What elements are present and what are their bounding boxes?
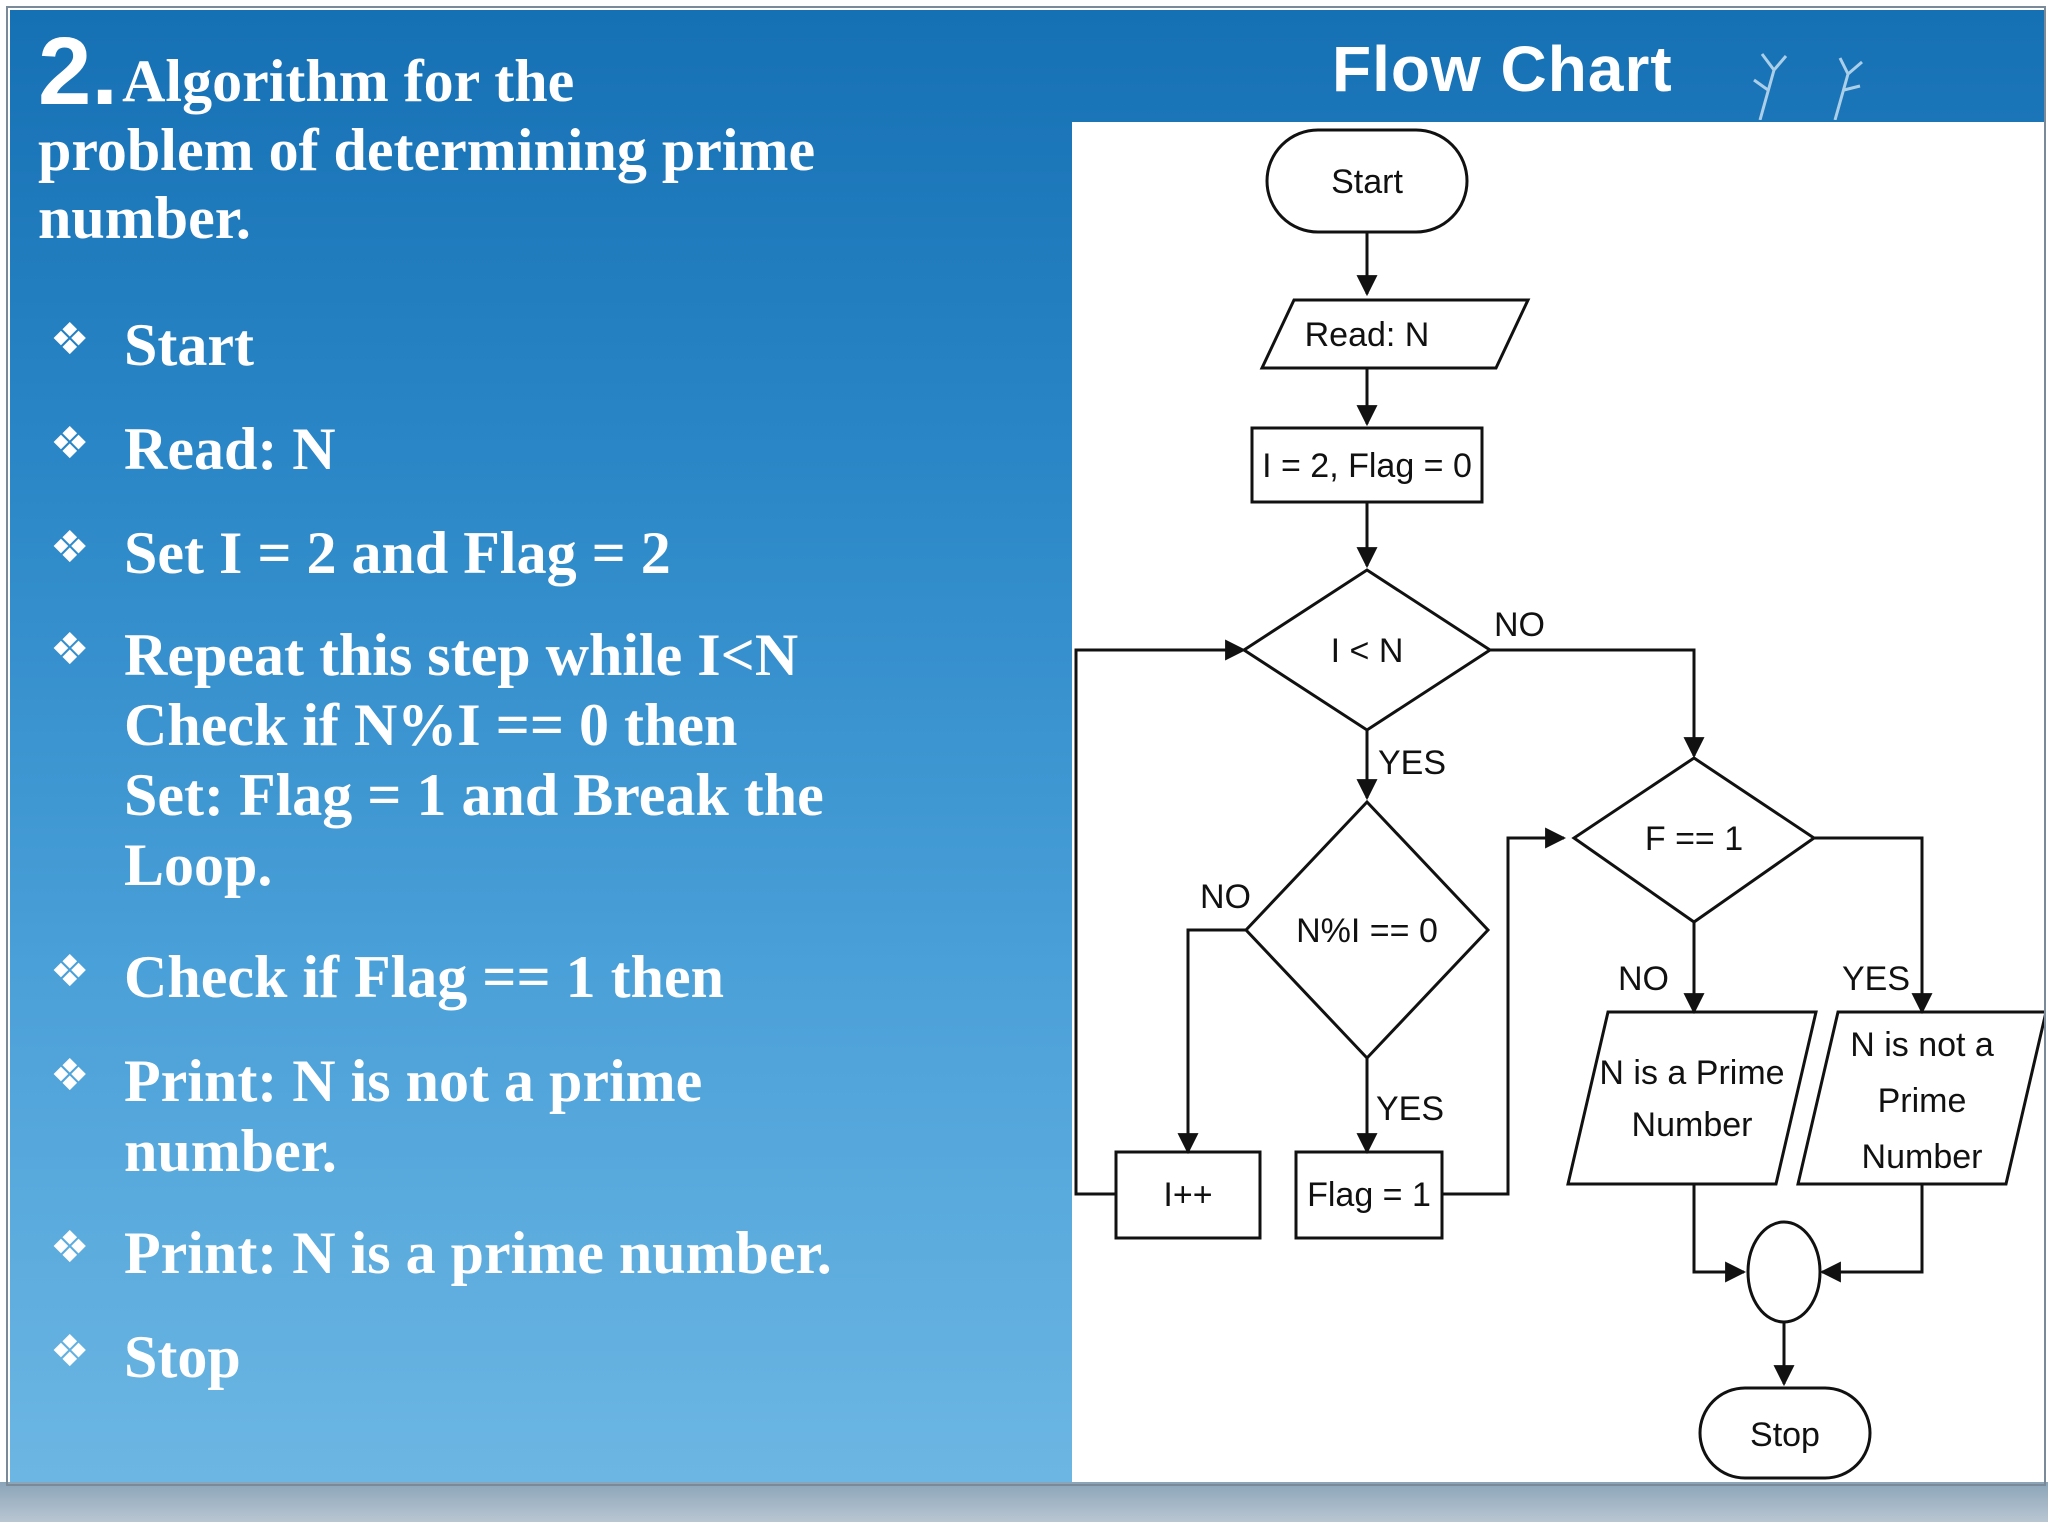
increment-process-box xyxy=(1114,1150,1262,1240)
edge-flag-yes xyxy=(1814,836,1933,1015)
init-label: I = 2, Flag = 0 xyxy=(1262,447,1472,485)
stop-label: Stop xyxy=(1750,1416,1820,1454)
diamond-bullet-icon: ❖ xyxy=(50,1222,90,1273)
step-line: Print: N is not a prime xyxy=(124,1048,703,1114)
edge-increment-loop xyxy=(1074,639,1247,1196)
mod-check-label: N%I == 0 xyxy=(1296,912,1438,950)
start-label: Start xyxy=(1331,163,1403,201)
edge-label-flag-no: NO xyxy=(1618,960,1669,998)
step-print-prime: ❖ Print: N is a prime number. xyxy=(38,1218,1038,1288)
diamond-bullet-icon: ❖ xyxy=(50,1050,90,1101)
diamond-bullet-icon: ❖ xyxy=(50,624,90,675)
loop-decision-diamond xyxy=(1241,568,1493,732)
prime-output-label: N is a Prime xyxy=(1599,1054,1784,1092)
diamond-bullet-icon: ❖ xyxy=(50,418,90,469)
step-set: ❖ Set I = 2 and Flag = 2 xyxy=(38,518,1038,588)
edge-loop-no xyxy=(1490,648,1705,759)
step-line: Read: N xyxy=(124,416,336,482)
edge-notprime-connector xyxy=(1819,1184,1924,1283)
diamond-bullet-icon: ❖ xyxy=(50,314,90,365)
edge-label-flag-yes: YES xyxy=(1842,960,1910,998)
read-label: Read: N xyxy=(1305,316,1430,354)
step-check-flag: ❖ Check if Flag == 1 then xyxy=(38,942,1038,1012)
step-line: Check if N%I == 0 then xyxy=(124,692,738,758)
increment-label: I++ xyxy=(1163,1176,1212,1214)
notprime-output-label: N is not a xyxy=(1850,1026,1994,1064)
notprime-output-parallelogram xyxy=(1796,1010,2044,1186)
step-line: Print: N is a prime number. xyxy=(124,1220,832,1286)
step-read: ❖ Read: N xyxy=(38,414,1038,484)
step-line: Check if Flag == 1 then xyxy=(124,944,725,1010)
heading-text-2: problem of determining prime xyxy=(38,117,816,183)
edge-label-mod-yes: YES xyxy=(1376,1090,1444,1128)
stop-terminal xyxy=(1698,1386,1872,1480)
step-line: Set I = 2 and Flag = 2 xyxy=(124,520,671,586)
read-io-parallelogram xyxy=(1259,298,1531,370)
slide-heading: 2. Algorithm for the problem of determin… xyxy=(38,24,1038,252)
edge-label-loop-yes: YES xyxy=(1378,744,1446,782)
diamond-bullet-icon: ❖ xyxy=(50,1326,90,1377)
heading-text-1: Algorithm for the xyxy=(122,48,575,114)
step-line: Set: Flag = 1 and Break the xyxy=(124,762,824,828)
loop-check-label: I < N xyxy=(1331,632,1404,670)
prime-output-label: Number xyxy=(1632,1106,1753,1144)
flowchart-title: Flow Chart xyxy=(1332,33,1673,105)
flag-check-label: F == 1 xyxy=(1645,820,1743,858)
step-stop: ❖ Stop xyxy=(38,1322,1038,1392)
notprime-output-label: Number xyxy=(1862,1138,1983,1176)
flowchart-panel: Start Read: N I = 2, Flag = 0 I < N N%I … xyxy=(1072,122,2044,1482)
connector-circle xyxy=(1746,1220,1822,1324)
mod-decision-diamond xyxy=(1243,799,1491,1061)
flowchart-diagram: Start Read: N I = 2, Flag = 0 I < N N%I … xyxy=(1074,128,2044,1480)
step-print-not-prime: ❖ Print: N is not a prime number. xyxy=(38,1046,1038,1186)
edge-label-loop-no: NO xyxy=(1494,606,1545,644)
tree-decoration-icon xyxy=(1753,53,1863,120)
heading-line-1: 2. Algorithm for the xyxy=(38,24,1038,120)
step-line: Loop. xyxy=(124,832,273,898)
flag-decision-diamond xyxy=(1571,756,1817,924)
start-terminal xyxy=(1265,128,1469,234)
edge-setflag-flagcheck xyxy=(1442,827,1567,1196)
step-line: number. xyxy=(124,1118,337,1184)
step-line: Start xyxy=(124,312,254,378)
heading-text-3: number. xyxy=(38,185,251,251)
prime-output-parallelogram xyxy=(1566,1010,1818,1186)
notprime-output-label: Prime xyxy=(1878,1082,1967,1120)
diamond-bullet-icon: ❖ xyxy=(50,946,90,997)
step-line: Stop xyxy=(124,1324,241,1390)
step-repeat: ❖ Repeat this step while I<N Check if N%… xyxy=(38,620,1038,900)
edge-label-mod-no: NO xyxy=(1200,878,1251,916)
init-process-box xyxy=(1250,426,1484,504)
step-line: Repeat this step while I<N xyxy=(124,622,799,688)
step-start: ❖ Start xyxy=(38,310,1038,380)
slide-bottom-bar xyxy=(0,1482,2048,1522)
edge-prime-connector xyxy=(1692,1184,1747,1283)
diamond-bullet-icon: ❖ xyxy=(50,522,90,573)
set-flag-label: Flag = 1 xyxy=(1307,1176,1431,1214)
setflag-process-box xyxy=(1294,1150,1444,1240)
edge-mod-no xyxy=(1177,928,1246,1155)
slide: 2. Algorithm for the problem of determin… xyxy=(10,10,2044,1482)
heading-number: 2. xyxy=(38,18,119,125)
